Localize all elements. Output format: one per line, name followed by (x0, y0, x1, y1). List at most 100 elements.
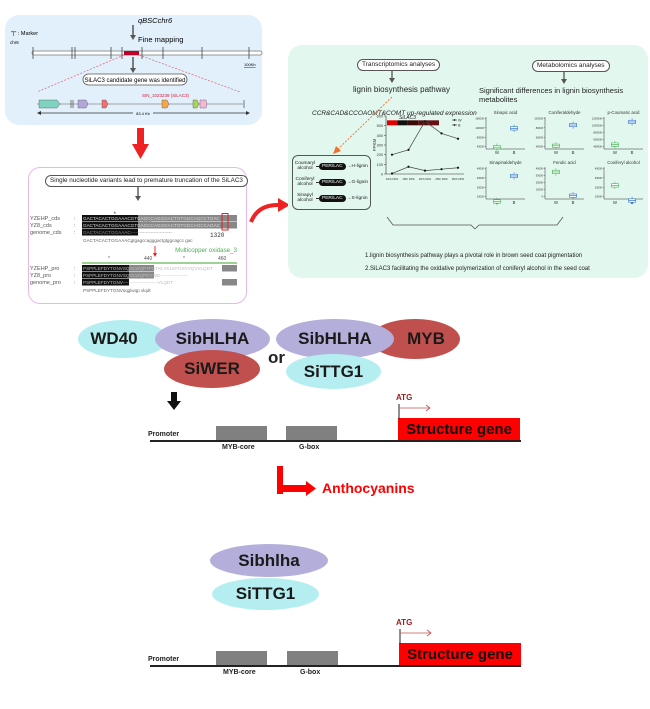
black-down-arrow-icon (167, 392, 181, 410)
transcriptomics-title: Transcriptomics analyses (357, 59, 441, 71)
marker-legend: "|" : Marker (11, 31, 38, 37)
svg-text::: : (74, 266, 76, 272)
metabolomics-subtitle: Significant differences in lignin biosyn… (479, 86, 624, 104)
svg-text::: : (74, 216, 76, 222)
upregulated-label: CCR&CAD&CCOAOMT&COMT up-regulated expres… (312, 110, 477, 117)
marker-ticks (32, 47, 250, 59)
x-tick-label: W (554, 200, 558, 205)
y-tick-label: 0 (542, 195, 544, 199)
svg-text:440: 440 (144, 256, 153, 262)
y-tick-label: 160000 (475, 116, 484, 120)
gene-model-1 (38, 99, 61, 109)
gene-model-silac3 (161, 99, 170, 109)
myb-core-label: MYB-core (223, 669, 256, 676)
dashed-orange-arrow (333, 96, 393, 154)
y-axis-label: FPKM (372, 139, 377, 152)
conclusion-2: 2.SiLAC3 facilitating the oxidative poly… (365, 266, 590, 272)
atg-label: ATG (396, 393, 413, 402)
chromosome-bar (31, 50, 263, 56)
red-down-arrow-icon (132, 128, 149, 159)
x-tick-label: B (572, 150, 575, 155)
legend-label: B (458, 123, 461, 127)
data-point (390, 172, 394, 175)
structure-gene-box: Structure gene (398, 418, 520, 440)
y-tick-label: 40000 (595, 166, 603, 170)
g-box (287, 651, 338, 665)
or-label: or (268, 348, 285, 367)
atg-label: ATG (396, 618, 413, 627)
enzyme-pill: PER/LAC (319, 194, 346, 202)
atg-arrow-icon (398, 404, 431, 419)
legend-label: W (458, 118, 462, 122)
conclusion-1: 1.lignin biosynthesis pathway plays a pi… (365, 253, 583, 259)
atg-arrow-icon (399, 629, 432, 644)
enzyme-pill: PER/LAC (319, 162, 346, 170)
arrowhead-icon (130, 35, 136, 40)
candidate-label: SiLAC3 candidate gene was identified (84, 78, 185, 84)
anthocyanins-arrow-icon (277, 466, 316, 496)
x-tick-label: 10th DPA (386, 177, 399, 181)
y-tick-label: 20000 (477, 185, 485, 189)
summary-brace (386, 216, 564, 229)
gene-track-ticks (70, 100, 245, 108)
cds-seq-genome: GACTACACTGGAAAC-------------------------… (83, 230, 172, 235)
svg-text:*: * (108, 256, 110, 262)
y-tick-label: 40000 (477, 145, 485, 149)
arrowhead-icon (130, 68, 136, 73)
svg-text:YZ8_pro: YZ8_pro (30, 273, 51, 279)
anthocyanins-label: Anthocyanins (322, 480, 415, 496)
myb-core-box (216, 426, 267, 440)
down-arrow-icon (561, 71, 567, 84)
candidate-pill (82, 73, 188, 86)
gene-model-6 (199, 99, 208, 109)
pathway-box (292, 155, 371, 210)
pro-seq-yzehp: PSPPLEFDYTGNVSQGLWQPTFGTKLYKLKFGSVVQVVLQ… (83, 266, 213, 271)
promoter-line (150, 440, 521, 442)
svg-text::: : (74, 273, 76, 279)
x-tick-label: 30th DPA (452, 177, 465, 181)
scale-bar: 100Kb (244, 62, 256, 67)
x-tick-label: B (513, 150, 516, 155)
myb-core-label: MYB-core (222, 444, 255, 451)
y-tick-label: 80000 (477, 135, 485, 139)
sittg1-ellipse-bottom: SiTTG1 (212, 578, 319, 610)
alignment-graphic: YZEHP_cds YZ8_cds genome_cds : : : GACTA… (30, 213, 238, 293)
boxplot-title: Coniferaldehyde (549, 110, 582, 115)
y-tick-label: 20000 (536, 181, 544, 185)
g-box-label: G-box (300, 669, 321, 676)
x-tick-label: W (613, 200, 617, 205)
svg-text:genome_cds: genome_cds (30, 230, 62, 236)
y-tick-label: 40000 (536, 145, 544, 149)
heatmap-cell (397, 120, 408, 126)
pro-consensus: PSPPLEFDYTGNVsqglwqp vlqdt (83, 288, 151, 293)
x-tick-label: B (572, 200, 575, 205)
legend-marker (453, 119, 456, 121)
promoter-line (150, 665, 521, 667)
y-tick-label: 60000 (536, 135, 544, 139)
y-tick-label: 1000000 (592, 123, 603, 127)
pathway-rows: Coumaryl alcohol PER/LAC → H-lignin Coni… (294, 158, 370, 206)
y-tick-label: 400 (377, 134, 383, 138)
pro-seq-yz8: PSPPLEFDYTGNVSQGLWQPDYWD----------------… (83, 273, 188, 278)
cds-seq-yzehp: GACTACACTGGAAACGTGAGCCAGGGACTGTGGCAGCCTG… (83, 216, 220, 221)
metabolomics-title: Metabolomics analyses (532, 60, 610, 72)
cds-rows (82, 213, 237, 236)
svg-text:YZ8_cds: YZ8_cds (30, 223, 52, 229)
y-tick-label: 10000 (595, 195, 603, 199)
data-point (440, 168, 443, 171)
svg-text:460: 460 (218, 256, 227, 262)
y-tick-label: 10000 (536, 188, 544, 192)
x-tick-label: W (554, 150, 558, 155)
data-point (423, 169, 427, 172)
gene-model-5 (192, 99, 200, 109)
candidate-region (124, 51, 139, 55)
svg-text::: : (74, 230, 76, 236)
y-tick-label: 30000 (595, 176, 603, 180)
y-tick-label: 800000 (593, 131, 602, 135)
chart-title: SiLAC3 (399, 115, 416, 121)
sibhlha-ellipse-right: SibHLHA (276, 319, 394, 359)
gene-id-label: SIN_1023239 (SiLAC3) (142, 93, 190, 98)
x-tick-label: W (495, 150, 499, 155)
